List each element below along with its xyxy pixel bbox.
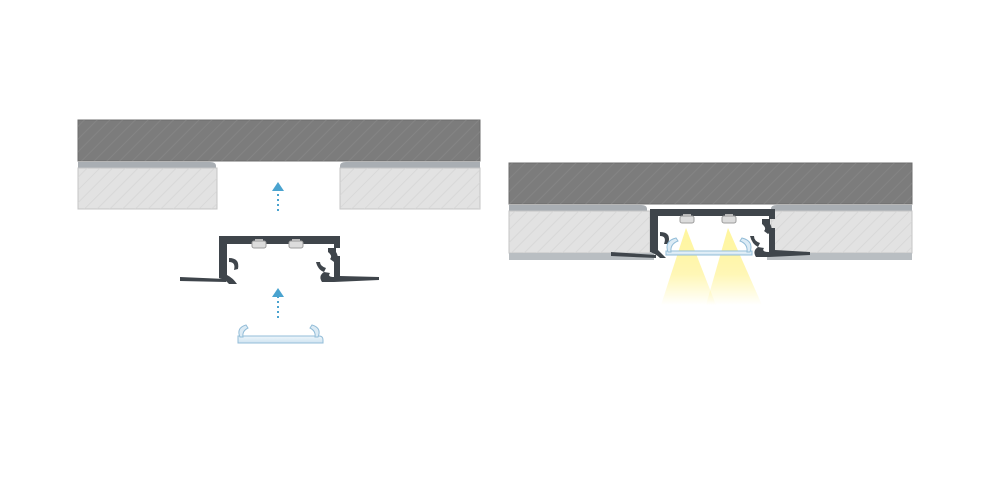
dotted-arrow-up-icon (272, 182, 284, 211)
diffuser (237, 324, 324, 344)
installed-view (508, 162, 913, 305)
diffuser (665, 237, 753, 256)
plasterboard-left-hatch (509, 211, 650, 253)
exploded-view (77, 119, 481, 344)
adhesive-strip-right (340, 162, 480, 168)
led-chip-icon (251, 239, 304, 249)
adhesive-strip-left (509, 205, 647, 211)
concrete-slab-hatch (78, 120, 480, 161)
aluminium-profile (180, 236, 379, 284)
adhesive-strip-right (771, 205, 912, 211)
plasterboard-right-hatch (340, 168, 480, 209)
skim-coat-left (509, 253, 654, 260)
led-chip-icon (679, 214, 737, 224)
dotted-arrow-up-icon (272, 288, 284, 318)
adhesive-strip-left (78, 162, 216, 168)
plasterboard-right-hatch (771, 211, 912, 253)
skim-coat-right (767, 253, 912, 260)
aluminium-profile (611, 209, 810, 258)
light-beam (661, 228, 762, 305)
concrete-slab-hatch (509, 163, 912, 204)
plasterboard-left-hatch (78, 168, 217, 209)
